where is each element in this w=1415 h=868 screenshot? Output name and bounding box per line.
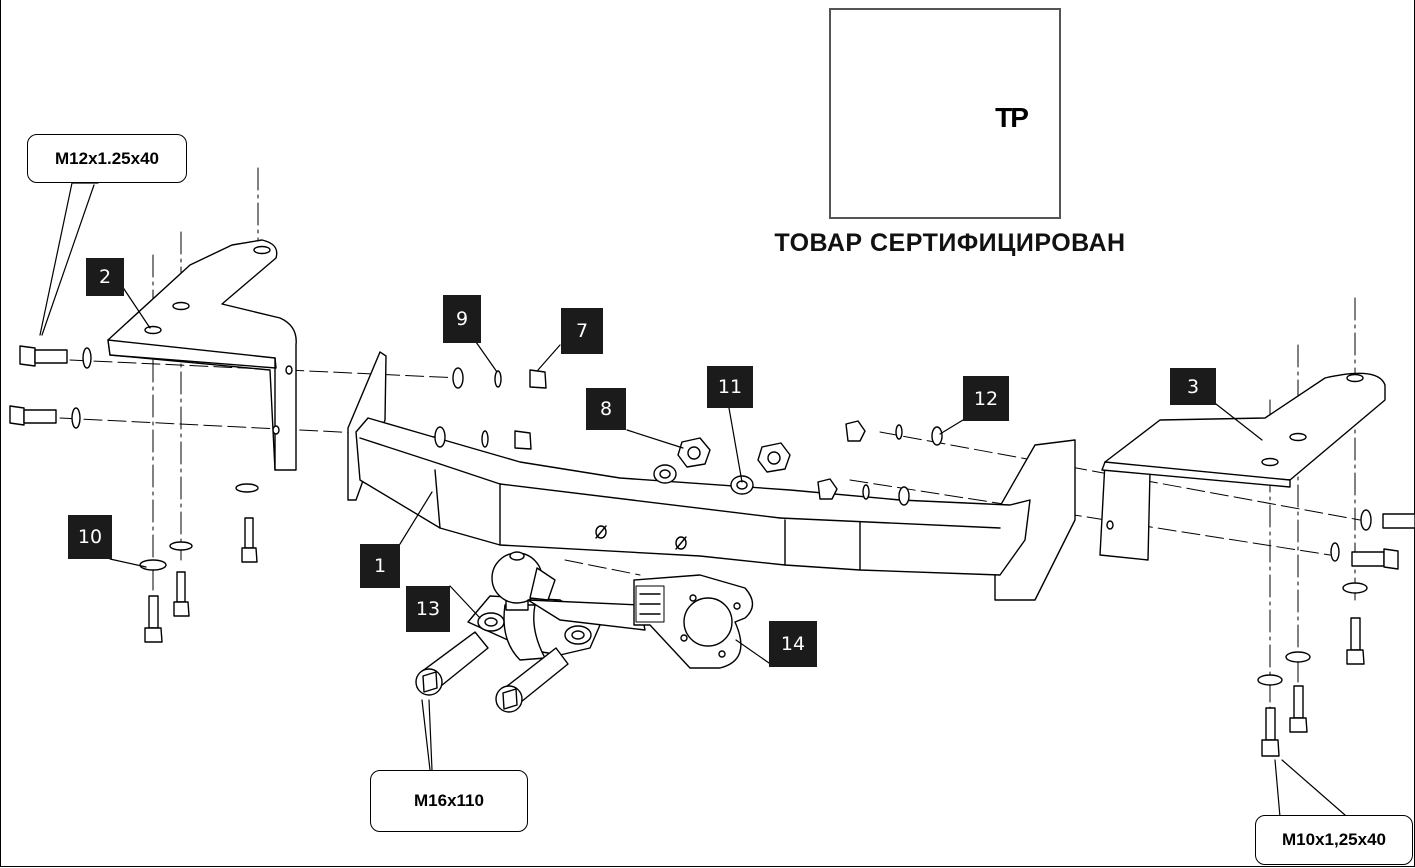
callout-left-bracket-bolt: M12x1.25x40 [27,134,187,183]
part-label-1: 1 [360,544,400,588]
cert-letters: ТР [995,102,1029,133]
part-label-8: 8 [586,388,626,430]
callout-right-bracket-bolt: M10x1,25x40 [1255,815,1413,865]
center-nuts [653,437,791,495]
certification-caption: ТОВАР СЕРТИФИЦИРОВАН [774,229,1126,257]
tow-ball-assembly [467,551,646,661]
leader-lines [39,182,1346,818]
left-bolts [9,345,547,643]
part-label-2: 2 [86,258,124,296]
right-hardware [817,420,1415,757]
part-label-11: 11 [707,366,753,408]
part-label-3: 3 [1170,368,1216,405]
right-bracket [1099,372,1386,561]
part-label-12: 12 [963,376,1009,421]
part-label-7: 7 [561,308,603,354]
callout-ball-mount-bolt: M16x110 [370,770,528,832]
part-label-14: 14 [769,621,817,667]
part-label-13: 13 [406,586,450,632]
part-label-10: 10 [68,515,112,559]
main-crossbar [347,351,1076,601]
m16-bolts [415,631,569,713]
socket-plate [633,574,754,669]
certification-mark-frame [829,8,1061,219]
left-bracket [107,239,297,471]
part-label-9: 9 [443,295,481,343]
